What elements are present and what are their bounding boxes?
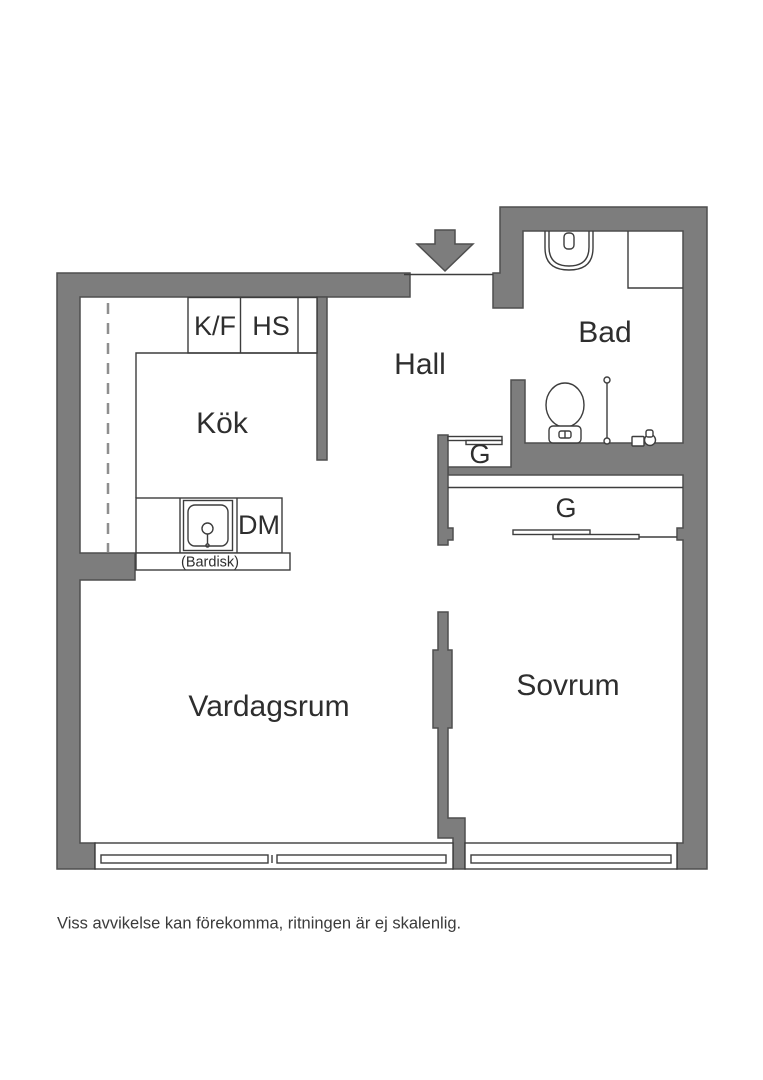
label-bedroom-closet: G: [555, 493, 576, 523]
washbasin-icon: [544, 231, 594, 271]
bathroom-fixtures: [544, 231, 683, 447]
kitchen-sink-icon: [182, 499, 234, 552]
shower-rail-icon: [603, 376, 611, 445]
label-bedroom: Sovrum: [516, 669, 619, 702]
bath-corner-box: [627, 231, 683, 289]
label-bath: Bad: [578, 316, 631, 349]
kitchen-boundary-line: [135, 352, 317, 498]
label-dishwasher: DM: [238, 510, 280, 540]
hall-closet-door-2: [465, 439, 503, 446]
wall-partition-bedroom: [432, 611, 466, 870]
disclaimer-note: Viss avvikelse kan förekomma, ritningen …: [57, 914, 461, 932]
entry: [404, 229, 493, 276]
label-hall: Hall: [394, 348, 446, 381]
label-fridge-freezer: K/F: [194, 311, 236, 341]
label-tall-cabinet: HS: [252, 311, 290, 341]
wall-left-top: [56, 272, 411, 870]
living-room-window: [94, 842, 454, 870]
closets: [447, 435, 683, 540]
windows: [94, 842, 678, 870]
bedroom-closet-door-1: [512, 529, 591, 536]
wall-hall-closet: [437, 434, 454, 546]
entry-arrow-icon: [415, 229, 475, 273]
label-bar-counter: (Bardisk): [181, 554, 239, 570]
wall-kitchen-hall: [316, 296, 328, 461]
washer-valve-icon: [631, 429, 657, 447]
toilet-icon: [545, 382, 585, 444]
bar-counter: [135, 552, 291, 571]
label-kitchen: Kök: [196, 407, 249, 440]
label-living-room: Vardagsrum: [188, 690, 349, 723]
labels: Kök Hall Bad Vardagsrum Sovrum K/F HS DM…: [57, 311, 632, 932]
bedroom-window: [464, 842, 678, 870]
label-hall-closet: G: [469, 439, 490, 469]
bedroom-closet-door-2: [552, 533, 640, 540]
kitchen-fixtures: [106, 296, 318, 571]
